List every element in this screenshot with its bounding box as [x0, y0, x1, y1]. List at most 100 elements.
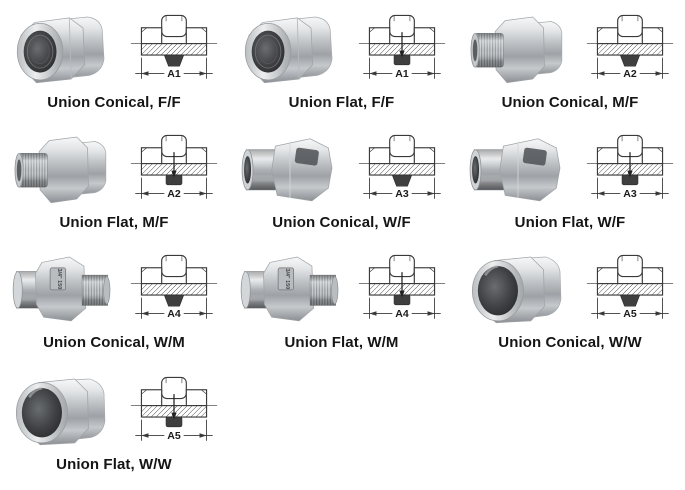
- product-cell-union-flat-w-f: A3 Union Flat, W/F: [455, 120, 685, 240]
- seat-arrow-head: [398, 50, 405, 58]
- product-cell-union-flat-w-w: A5 Union Flat, W/W: [0, 362, 228, 490]
- product-label: Union Flat, W/W: [56, 456, 172, 473]
- left-end-outline: [368, 147, 390, 165]
- technical-drawing-svg: A4: [130, 254, 218, 320]
- seat-cross-section: [163, 294, 185, 307]
- product-figures: A1: [238, 5, 446, 91]
- product-photo-svg: [471, 256, 562, 324]
- hatched-section: [368, 163, 435, 176]
- product-label: Union Conical, M/F: [501, 94, 639, 111]
- product-label: Union Flat, F/F: [288, 94, 395, 111]
- stamp-panel: [294, 147, 319, 166]
- right-end-outline: [641, 27, 664, 45]
- dimension-label: A2: [167, 188, 181, 200]
- hatched-section: [140, 283, 208, 296]
- stamp-panel: [522, 147, 547, 166]
- product-photo-svg: [469, 138, 561, 202]
- union-nut-outline: [617, 254, 643, 278]
- right-end-outline: [641, 147, 664, 165]
- hatched-section: [596, 283, 664, 296]
- technical-drawing: A2: [130, 129, 218, 207]
- dimension-label: A4: [167, 308, 181, 320]
- technical-drawing: A5: [586, 249, 674, 327]
- technical-drawing: A3: [586, 129, 674, 207]
- technical-drawing-svg: A1: [130, 14, 218, 80]
- left-end-outline: [596, 267, 619, 285]
- dimension-label: A3: [623, 188, 637, 200]
- product-cell-union-conical-w-w: A5 Union Conical, W/W: [455, 240, 685, 362]
- left-end-outline: [140, 267, 163, 285]
- dimension-label: A5: [623, 308, 637, 320]
- product-figures: A2: [466, 5, 674, 91]
- dimension-label: A2: [623, 68, 637, 80]
- product-photo-svg: [16, 16, 105, 84]
- product-cell-union-flat-m-f: A2 Union Flat, M/F: [0, 120, 228, 240]
- technical-drawing: A2: [586, 9, 674, 87]
- left-end-outline: [140, 27, 163, 45]
- product-figures: 3/4" 150 A4: [10, 245, 218, 331]
- seat-arrow-head: [398, 290, 405, 298]
- product-photo: [238, 6, 342, 90]
- product-cell-union-conical-w-m: 3/4" 150 A4 Union Conical, W/M: [0, 240, 228, 362]
- product-photo: 3/4" 150: [10, 246, 114, 330]
- product-cell-union-flat-f-f: A1 Union Flat, F/F: [228, 0, 455, 120]
- product-photo: [238, 126, 342, 210]
- technical-drawing-svg: A2: [586, 14, 674, 80]
- dimension-label: A1: [395, 68, 409, 80]
- seat-arrow-head: [627, 170, 633, 178]
- seat-arrow-head: [171, 170, 177, 178]
- technical-drawing-svg: A2: [130, 134, 218, 200]
- technical-drawing-svg: A3: [586, 134, 674, 200]
- right-end-outline: [185, 389, 208, 407]
- technical-drawing: A3: [358, 129, 446, 207]
- product-cell-union-conical-m-f: A2 Union Conical, M/F: [455, 0, 685, 120]
- product-figures: A5: [10, 367, 218, 453]
- product-photo-svg: [470, 16, 563, 84]
- product-photo-svg: [241, 138, 332, 202]
- dimension-label: A3: [395, 188, 409, 200]
- union-nut-outline: [617, 14, 643, 38]
- product-cell-union-conical-f-f: A1 Union Conical, F/F: [0, 0, 228, 120]
- product-figures: A3: [466, 125, 674, 211]
- left-end-outline: [368, 267, 390, 285]
- product-label: Union Conical, F/F: [47, 94, 181, 111]
- product-photo: [10, 126, 114, 210]
- seat-cross-section: [163, 54, 185, 67]
- technical-drawing: A1: [358, 9, 446, 87]
- right-end-outline: [413, 147, 435, 165]
- technical-drawing: A4: [130, 249, 218, 327]
- stamp-panel: [49, 267, 67, 291]
- left-end-outline: [368, 27, 390, 45]
- product-photo: [466, 246, 570, 330]
- product-label: Union Conical, W/M: [43, 334, 185, 351]
- product-label: Union Conical, W/W: [498, 334, 642, 351]
- product-figures: A2: [10, 125, 218, 211]
- product-photo: [466, 126, 570, 210]
- technical-drawing: A1: [130, 9, 218, 87]
- product-figures: A5: [466, 245, 674, 331]
- technical-drawing-svg: A1: [358, 14, 445, 80]
- product-photo: [10, 6, 114, 90]
- product-figures: A1: [10, 5, 218, 91]
- right-end-outline: [413, 267, 435, 285]
- product-photo-svg: 3/4" 150: [12, 256, 111, 322]
- technical-drawing-svg: A4: [358, 254, 445, 320]
- product-cell-union-conical-w-f: A3 Union Conical, W/F: [228, 120, 455, 240]
- left-end-outline: [140, 147, 163, 165]
- left-end-outline: [596, 27, 619, 45]
- stamp-text: 3/4" 150: [283, 268, 289, 289]
- technical-drawing: A5: [130, 371, 218, 449]
- right-end-outline: [185, 267, 208, 285]
- product-label: Union Conical, W/F: [272, 214, 411, 231]
- product-figures: 3/4" 150 A4: [238, 245, 446, 331]
- right-end-outline: [185, 27, 208, 45]
- right-end-outline: [641, 267, 664, 285]
- product-photo: [466, 6, 570, 90]
- dimension-label: A5: [167, 430, 181, 442]
- product-label: Union Flat, M/F: [59, 214, 169, 231]
- stamp-text: 3/4" 150: [56, 268, 62, 289]
- right-end-outline: [413, 27, 435, 45]
- left-end-outline: [140, 389, 163, 407]
- right-end-outline: [185, 147, 208, 165]
